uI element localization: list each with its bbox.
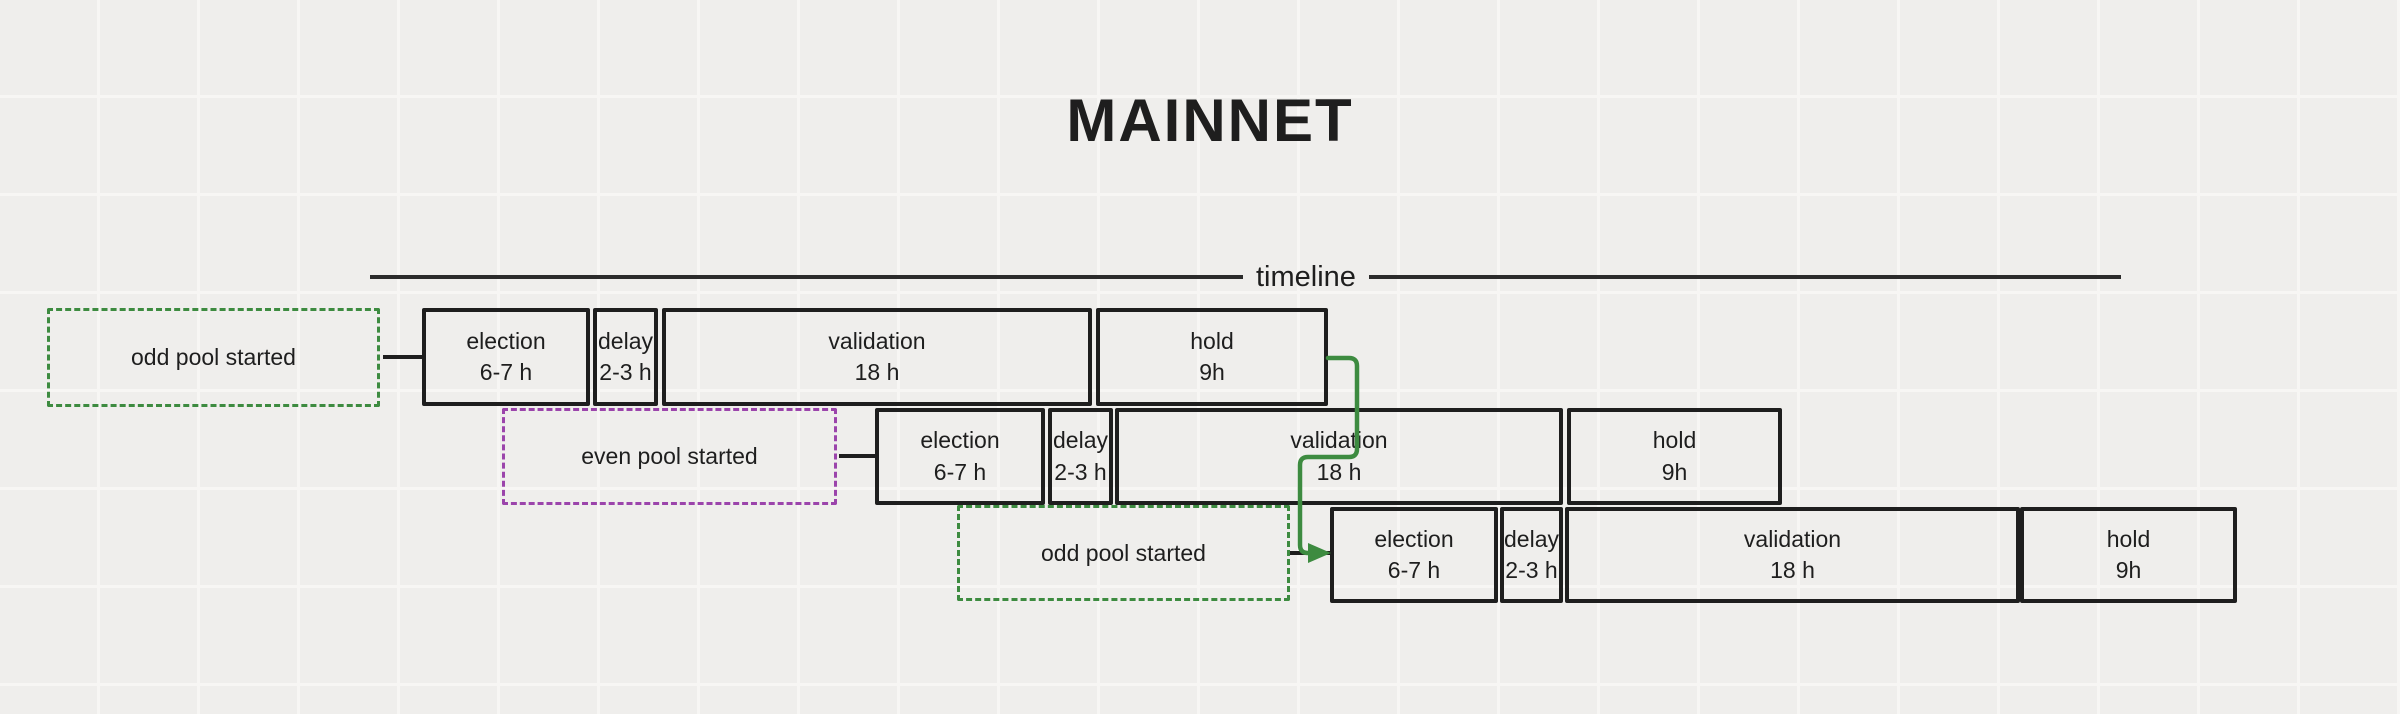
phase-duration: 2-3 h	[1054, 458, 1107, 485]
phase-box-election-row1: election 6-7 h	[422, 308, 590, 406]
pool-label: odd pool started	[131, 344, 296, 370]
phase-box-delay-row3: delay 2-3 h	[1500, 507, 1563, 603]
phase-duration: 6-7 h	[479, 359, 533, 385]
timeline-line-left	[370, 275, 1243, 279]
phase-name: delay	[1504, 525, 1559, 552]
timeline-label: timeline	[1256, 260, 1356, 293]
phase-duration: 18 h	[1770, 557, 1815, 583]
pool-box-odd-2: odd pool started	[957, 505, 1290, 601]
connector-pool2-election	[839, 454, 877, 458]
phase-box-hold-row1: hold 9h	[1096, 308, 1328, 406]
pool-label: odd pool started	[1041, 539, 1206, 566]
phase-duration: 2-3 h	[1505, 557, 1558, 583]
phase-box-hold-row2: hold 9h	[1567, 408, 1782, 505]
phase-name: election	[1374, 525, 1454, 552]
phase-duration: 9h	[2115, 557, 2142, 583]
phase-name: validation	[1290, 427, 1388, 454]
pool-box-even: even pool started	[502, 408, 837, 505]
connector-pool1-election	[383, 355, 422, 359]
phase-duration: 18 h	[854, 359, 900, 385]
phase-duration: 2-3 h	[599, 359, 652, 385]
phase-name: validation	[828, 327, 926, 354]
timeline: timeline	[370, 260, 2121, 294]
timeline-line-right	[1368, 275, 2121, 279]
phase-box-election-row2: election 6-7 h	[875, 408, 1045, 505]
pool-label: even pool started	[581, 443, 758, 469]
phase-box-validation-row3: validation 18 h	[1565, 507, 2020, 603]
phase-name: delay	[1053, 427, 1108, 454]
phase-name: election	[920, 427, 1000, 454]
phase-name: delay	[598, 327, 653, 354]
phase-box-validation-row2: validation 18 h	[1115, 408, 1563, 505]
phase-name: validation	[1743, 525, 1842, 552]
phase-name: election	[466, 327, 546, 354]
connector-pool3-election	[1290, 551, 1330, 555]
phase-box-delay-row1: delay 2-3 h	[593, 308, 658, 406]
phase-duration: 6-7 h	[1387, 557, 1441, 583]
page-title: MAINNET	[1066, 87, 1354, 154]
phase-name: hold	[1652, 427, 1697, 454]
phase-box-hold-row3: hold 9h	[2020, 507, 2237, 603]
phase-name: hold	[2106, 525, 2151, 552]
phase-duration: 9h	[1661, 458, 1688, 485]
phase-box-validation-row1: validation 18 h	[662, 308, 1092, 406]
phase-duration: 9h	[1199, 359, 1225, 385]
phase-duration: 18 h	[1316, 458, 1362, 485]
pool-box-odd-1: odd pool started	[47, 308, 380, 407]
phase-box-delay-row2: delay 2-3 h	[1048, 408, 1113, 505]
phase-name: hold	[1190, 327, 1234, 354]
phase-duration: 6-7 h	[933, 458, 987, 485]
phase-box-election-row3: election 6-7 h	[1330, 507, 1498, 603]
